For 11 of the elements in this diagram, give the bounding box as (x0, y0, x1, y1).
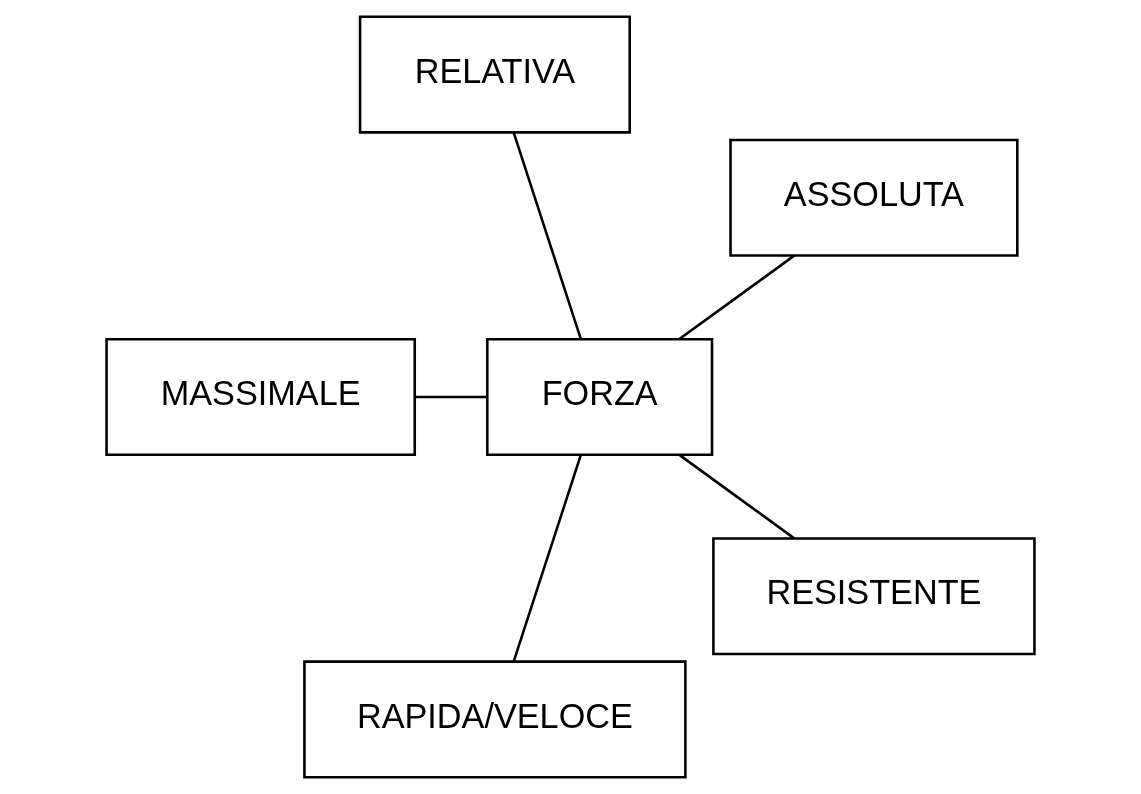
connector (512, 454, 582, 662)
connector (512, 132, 582, 339)
connector (678, 454, 795, 540)
node-box: MASSIMALE (105, 337, 417, 457)
node-box: FORZA (486, 337, 714, 457)
node-box: RELATIVA (358, 15, 631, 134)
connector (415, 395, 487, 399)
node-box: ASSOLUTA (729, 138, 1019, 257)
node-box: RAPIDA/VELOCE (303, 660, 687, 779)
connector (678, 254, 795, 340)
node-box: RESISTENTE (712, 537, 1036, 656)
